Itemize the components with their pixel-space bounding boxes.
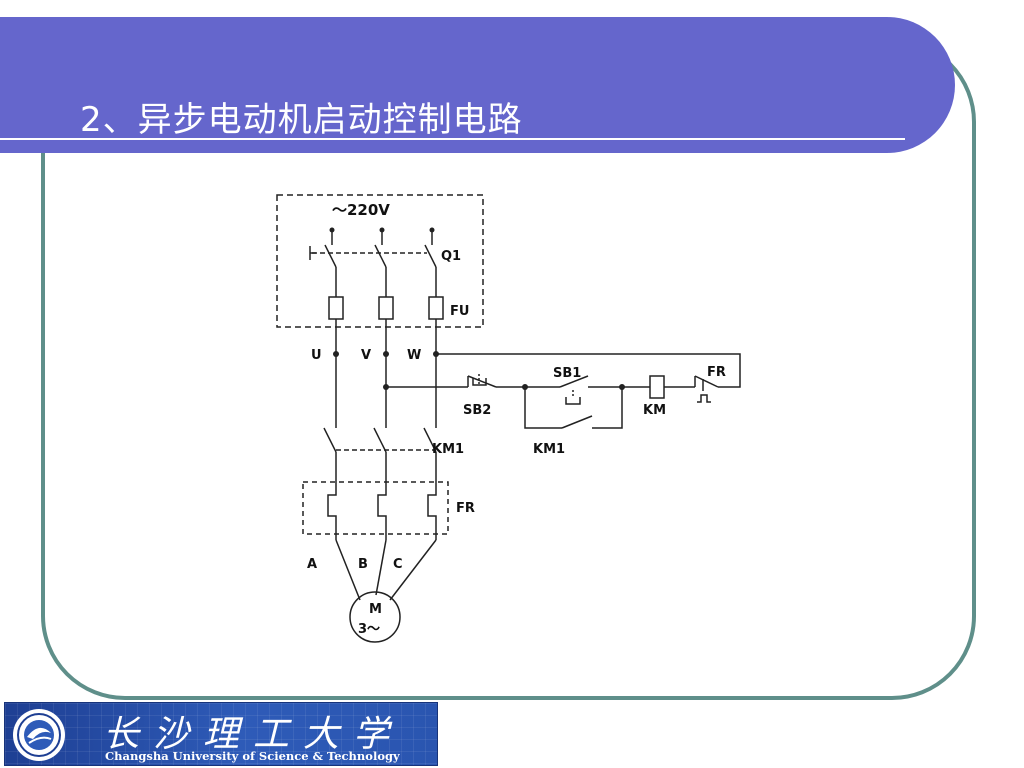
- aux-contact-km1-label: KM1: [533, 442, 565, 457]
- stop-button-sb2-symbol: [467, 374, 497, 388]
- fuse-fu-label: FU: [450, 304, 469, 319]
- university-seal-icon: [13, 709, 65, 761]
- contactor-km1-label: KM1: [432, 442, 464, 457]
- start-button-sb1-label: SB1: [553, 366, 581, 381]
- aux-contact-km1-symbol: [561, 415, 593, 429]
- university-logo-banner: 长沙理工大学 Changsha University of Science & …: [4, 702, 438, 766]
- terminal-u-label: U: [311, 348, 322, 363]
- coil-km-label: KM: [643, 403, 666, 418]
- start-button-sb1-symbol: [559, 375, 589, 405]
- overload-contact-fr-symbol: [694, 375, 719, 403]
- header-band: [0, 17, 955, 153]
- motor-symbol: [349, 591, 401, 643]
- phase-a-label: A: [307, 557, 317, 572]
- motor-label-phase: 3～: [358, 622, 380, 637]
- fuse-fu-symbol: [328, 296, 444, 320]
- terminal-w-label: W: [407, 348, 421, 363]
- motor-start-circuit-diagram: ～220V Q1 FU U V W SB1 SB2 KM FR KM1 KM1 …: [276, 194, 741, 643]
- supply-enclosure: [276, 194, 484, 328]
- overload-relay-enclosure: [302, 481, 449, 535]
- supply-voltage-label: ～220V: [332, 201, 390, 219]
- title-underline: [0, 138, 905, 140]
- university-name-chinese: 长沙理工大学: [103, 714, 404, 755]
- breaker-q1-symbol: [309, 244, 437, 268]
- contactor-km1-main-symbol: [323, 427, 437, 453]
- slide-title: 2、异步电动机启动控制电路: [80, 100, 523, 140]
- university-name-english: Changsha University of Science & Technol…: [105, 749, 400, 763]
- phase-c-label: C: [393, 557, 403, 572]
- phase-b-label: B: [358, 557, 368, 572]
- contactor-coil-km-symbol: [649, 375, 665, 399]
- overload-relay-fr-label: FR: [456, 501, 475, 516]
- terminal-v-label: V: [361, 348, 371, 363]
- breaker-q1-label: Q1: [441, 249, 461, 264]
- stop-button-sb2-label: SB2: [463, 403, 491, 418]
- overload-contact-fr-label: FR: [707, 365, 726, 380]
- motor-label-m: M: [369, 602, 382, 617]
